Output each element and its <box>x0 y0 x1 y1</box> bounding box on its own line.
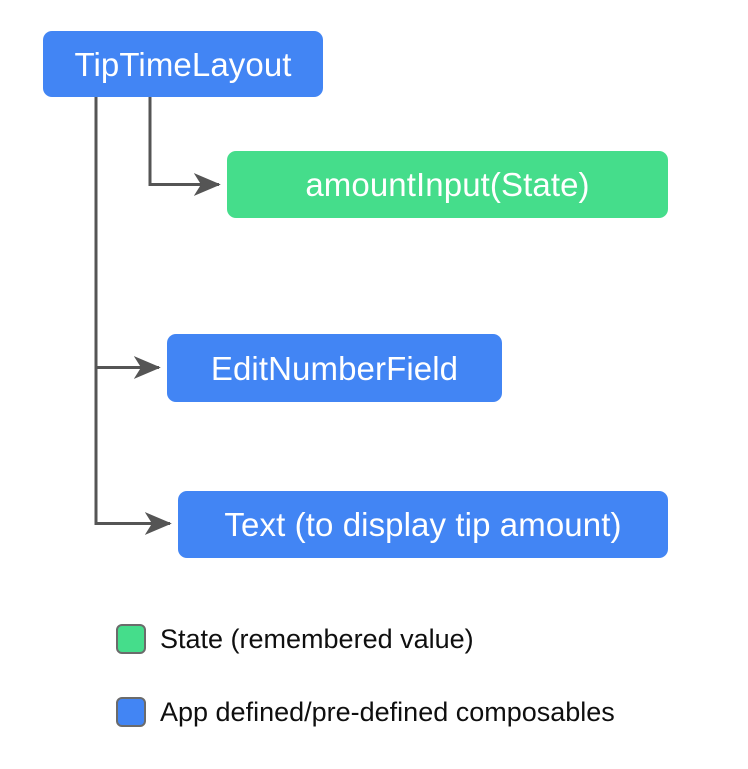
node-amountinput-state-label: amountInput(State) <box>305 166 590 203</box>
legend-swatch-composables-icon <box>116 697 146 727</box>
node-editnumberfield[interactable]: EditNumberField <box>167 334 502 402</box>
legend-swatch-state-icon <box>116 624 146 654</box>
edge-tiptimelayout-to-editnumberfield <box>94 96 161 379</box>
legend-item-composables-label: App defined/pre-defined composables <box>160 696 615 727</box>
node-text-display-tip-amount-label: Text (to display tip amount) <box>224 506 622 543</box>
node-text-display-tip-amount[interactable]: Text (to display tip amount) <box>178 491 668 558</box>
legend-item-state-label: State (remembered value) <box>160 623 474 654</box>
legend-item-composables: App defined/pre-defined composables <box>116 697 615 727</box>
legend-item-state: State (remembered value) <box>116 624 474 654</box>
edge-tiptimelayout-to-textdisplay <box>94 96 172 535</box>
node-editnumberfield-label: EditNumberField <box>210 349 459 387</box>
node-amountinput-state[interactable]: amountInput(State) <box>227 151 668 218</box>
node-tiptimelayout-label: TipTimeLayout <box>74 45 292 83</box>
edge-tiptimelayout-to-amountinput <box>148 96 221 196</box>
node-tiptimelayout[interactable]: TipTimeLayout <box>43 31 323 97</box>
